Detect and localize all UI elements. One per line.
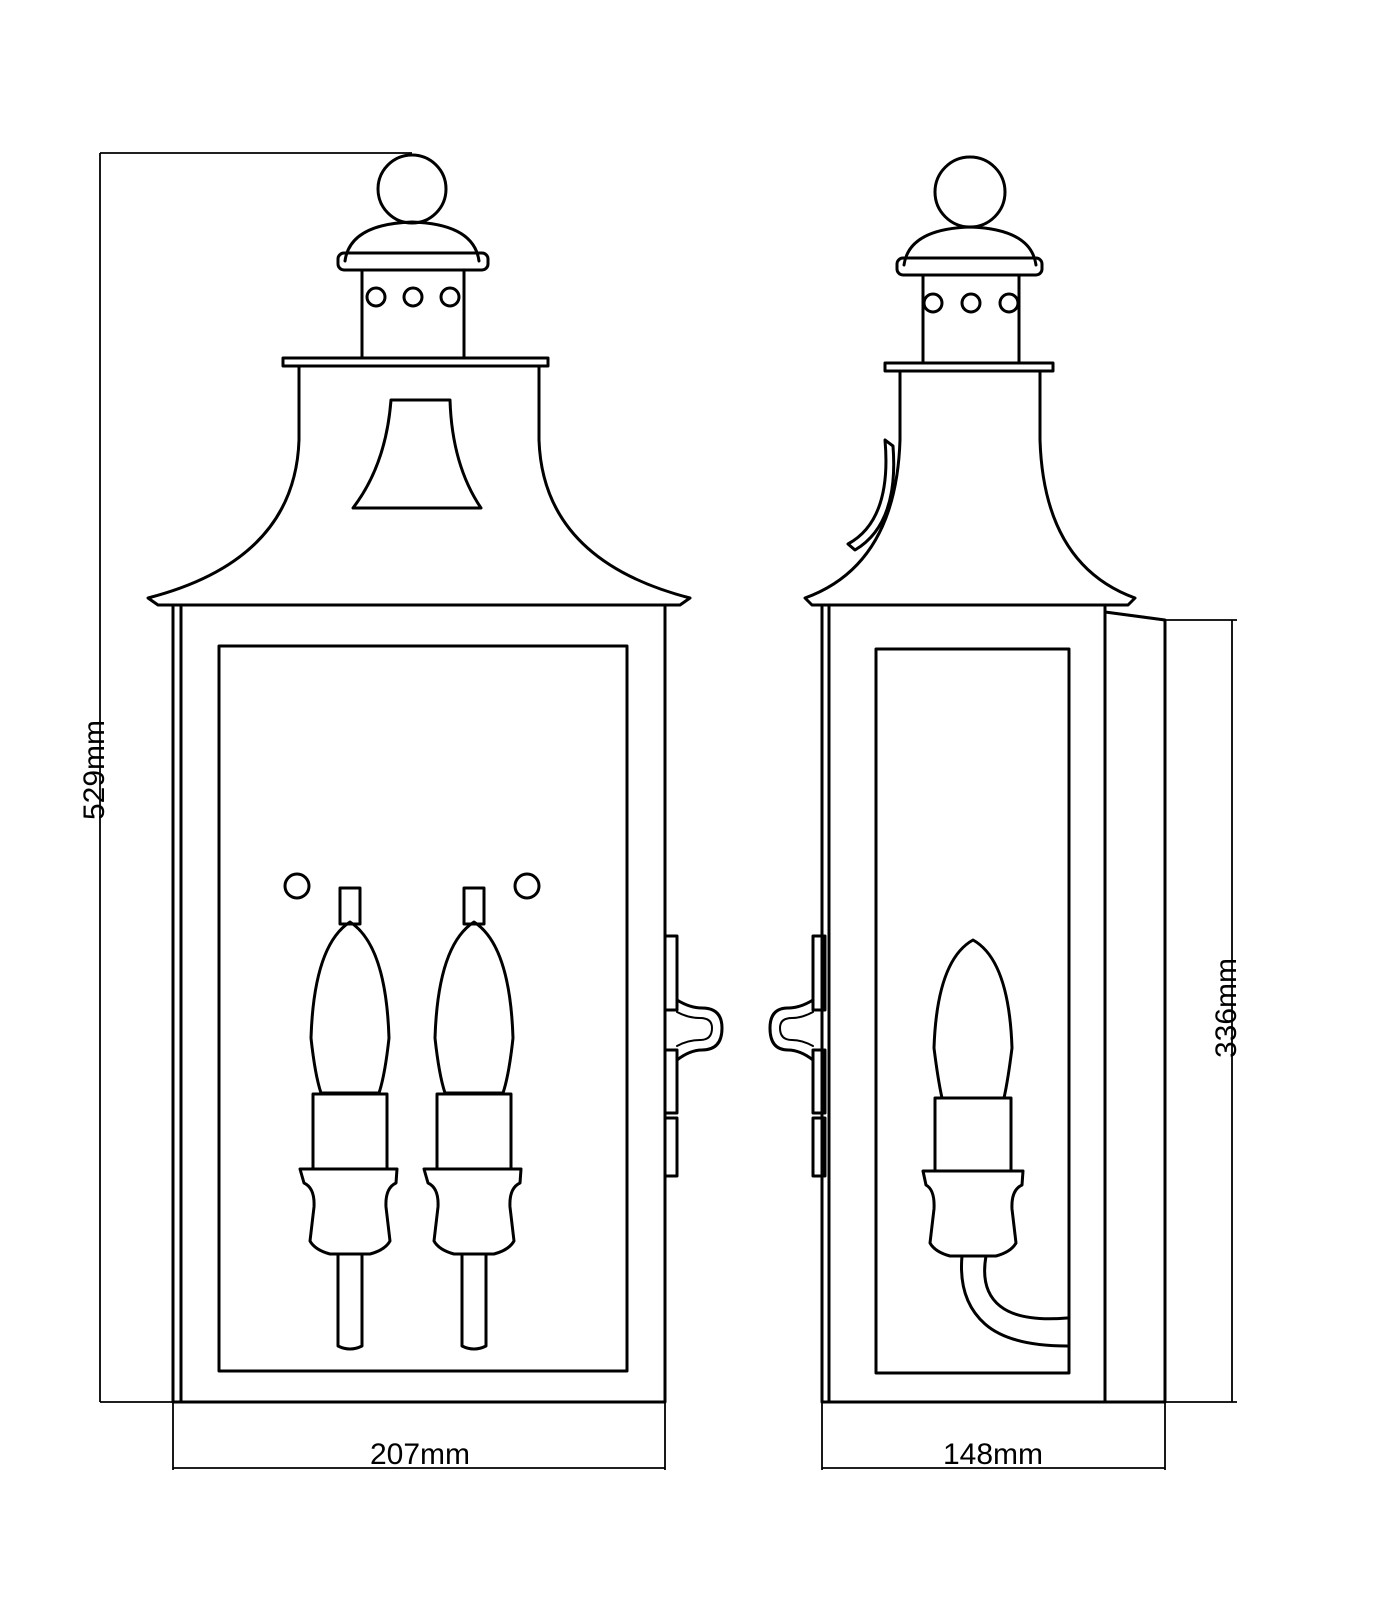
- front-wall-bracket: [663, 934, 724, 1178]
- side-wall-bracket: [768, 934, 827, 1178]
- side-candle: [921, 938, 1069, 1348]
- candle-left: [298, 886, 399, 1351]
- height-total-label: 529mm: [78, 720, 111, 820]
- front-finial: [336, 153, 490, 360]
- side-body: [820, 603, 1167, 1404]
- front-view: [146, 153, 724, 1404]
- side-finial: [895, 155, 1044, 365]
- front-roof: [146, 356, 692, 607]
- dimension-front-width: 207mm: [172, 1402, 666, 1471]
- side-roof: [803, 361, 1137, 607]
- dimension-backplate-height: 336mm: [1165, 619, 1243, 1403]
- dimension-side-depth: 148mm: [821, 1402, 1166, 1471]
- front-width-label: 207mm: [370, 1438, 470, 1471]
- front-body: [171, 603, 667, 1404]
- backplate-height-label: 336mm: [1210, 958, 1243, 1058]
- side-depth-label: 148mm: [943, 1438, 1043, 1471]
- side-view: [768, 155, 1167, 1404]
- front-candles: [283, 872, 541, 1351]
- dimension-height-total: 529mm: [78, 152, 412, 1403]
- candle-right: [422, 886, 523, 1351]
